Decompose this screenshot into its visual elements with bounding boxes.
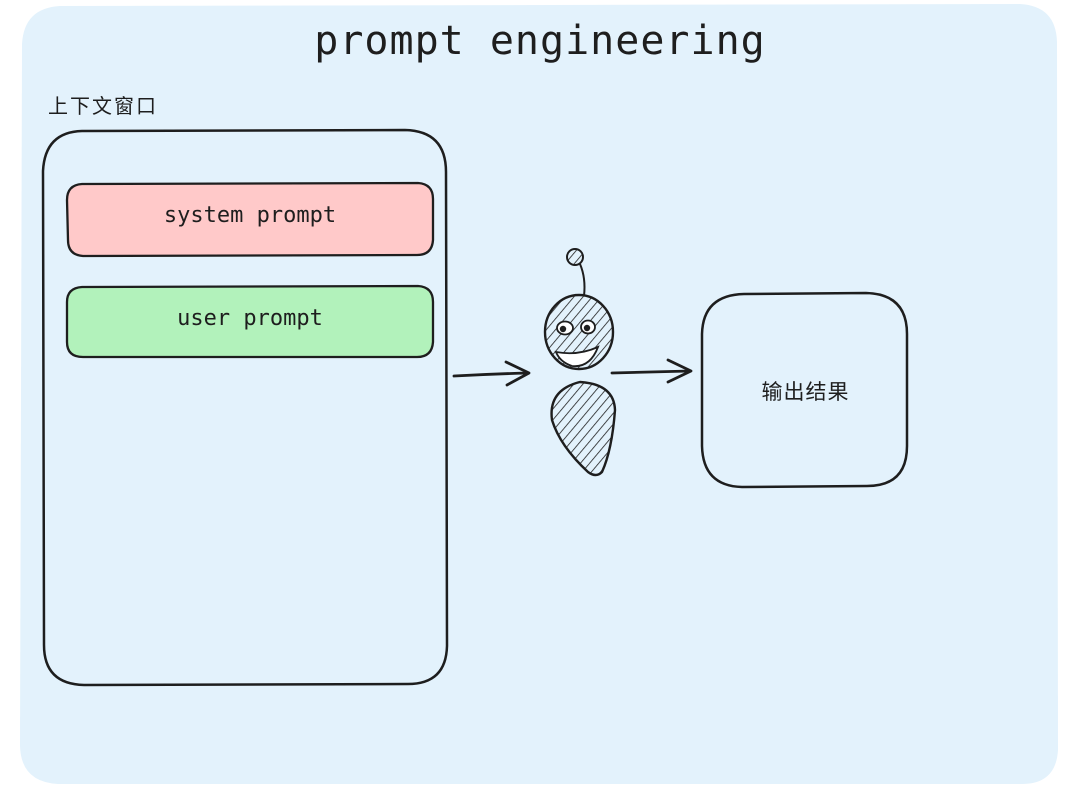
user-prompt-label: user prompt [177, 306, 323, 331]
context-window-label: 上下文窗口 [48, 94, 158, 118]
user-prompt-box[interactable] [65, 284, 435, 359]
context-window-box[interactable] [41, 128, 449, 687]
diagram-title: prompt engineering [314, 18, 766, 64]
arrow-robot-to-output [610, 358, 693, 384]
arrow-context-to-robot [452, 360, 531, 387]
system-prompt-box[interactable] [65, 181, 435, 258]
output-box[interactable] [700, 291, 909, 489]
output-label: 输出结果 [761, 380, 850, 404]
robot-icon [543, 248, 617, 477]
system-prompt-label: system prompt [163, 203, 337, 228]
